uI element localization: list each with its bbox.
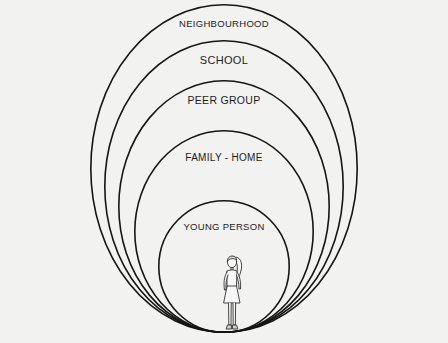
ring-ellipse <box>135 131 313 332</box>
ring-outline <box>158 200 290 333</box>
ring-label: PEER GROUP <box>187 95 260 107</box>
ring-outline <box>90 4 358 333</box>
ring-ellipse <box>119 81 329 332</box>
ring-label: SCHOOL <box>200 54 248 66</box>
context-ring: YOUNG PERSON FAMILY - HOME <box>134 130 314 333</box>
ring-ellipse <box>91 5 357 332</box>
context-ring: YOUNG PERSON FAMILY - HOME PEER GROUP <box>118 80 330 333</box>
context-ring: YOUNG PERSON FAMILY - HOME PEER GROUP SCHOO… <box>90 4 358 333</box>
context-ring: YOUNG PERSON FAMILY - HOME PEER GROUP SCHOO… <box>104 40 344 333</box>
ring-label: NEIGHBOURHOOD <box>179 19 269 29</box>
ring-ellipse <box>105 41 343 332</box>
ring-label: FAMILY - HOME <box>185 152 262 163</box>
ring-outline <box>104 40 344 333</box>
context-ring: YOUNG PERSON <box>158 200 290 333</box>
ring-label: YOUNG PERSON <box>183 222 264 232</box>
ring-outline <box>118 80 330 333</box>
ring-ellipse <box>159 201 289 332</box>
